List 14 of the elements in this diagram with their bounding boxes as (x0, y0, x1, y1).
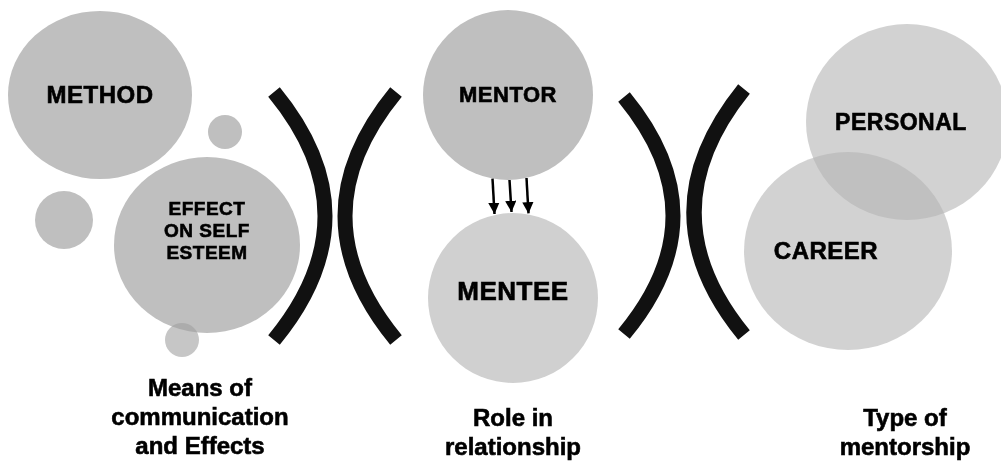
arrow (505, 179, 517, 213)
node-label: PERSONAL (835, 108, 967, 136)
arrow (488, 178, 500, 215)
arrow (522, 177, 534, 214)
node-label: MENTEE (457, 277, 569, 307)
caption-text: Type of mentorship (838, 404, 972, 462)
node-label: CAREER (773, 237, 879, 265)
caption-text: Means of communication and Effects (110, 374, 290, 461)
circle (208, 115, 242, 149)
node-label: METHOD (46, 81, 154, 109)
caption-text: Role in relationship (444, 404, 582, 462)
node-label: MENTOR (459, 82, 557, 108)
circle (165, 323, 199, 357)
node-label: EFFECT ON SELF ESTEEM (163, 198, 251, 264)
